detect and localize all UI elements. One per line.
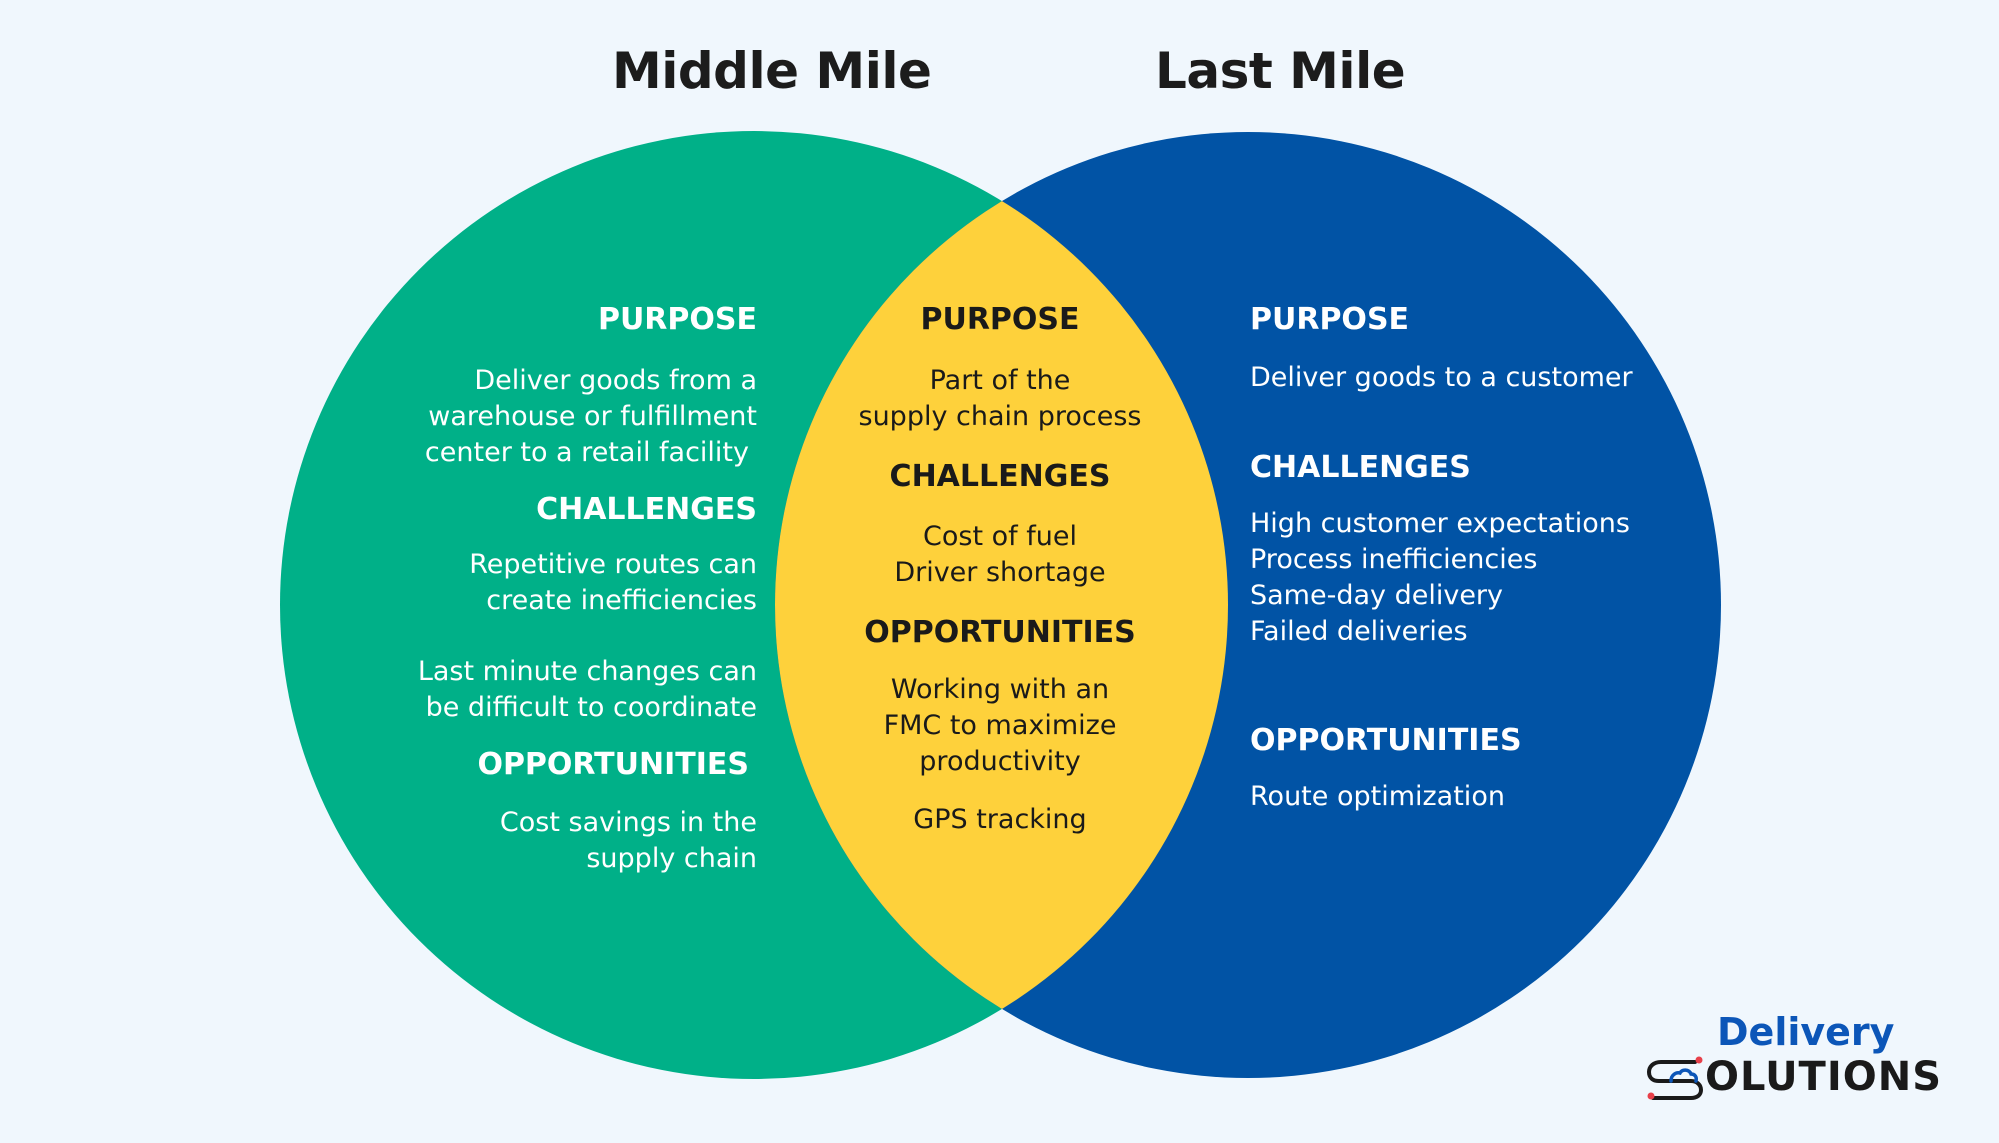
- middle-challenges-heading: CHALLENGES: [536, 492, 757, 527]
- middle-challenge-2: Last minute changes can be difficult to …: [417, 656, 757, 723]
- logo-wordmark-bottom: OLUTIONS: [1645, 1054, 1942, 1100]
- middle-opportunity-text: Cost savings in the supply chain: [499, 807, 757, 874]
- middle-purpose-text: Deliver goods from a warehouse or fulfil…: [424, 365, 757, 468]
- logo-wordmark-top: Delivery: [1717, 1010, 1895, 1054]
- shared-purpose-text: Part of the supply chain process: [858, 365, 1142, 432]
- shared-content: PURPOSE Part of the supply chain process…: [850, 302, 1150, 838]
- shared-challenge-text: Cost of fuel Driver shortage: [894, 521, 1106, 588]
- shared-opportunity-1: Working with an FMC to maximize producti…: [883, 674, 1117, 777]
- last-purpose-text: Deliver goods to a customer: [1250, 362, 1633, 393]
- middle-purpose-heading: PURPOSE: [597, 302, 757, 337]
- middle-opportunities-heading: OPPORTUNITIES: [477, 747, 749, 782]
- last-challenge-list: High customer expectations Process ineff…: [1250, 508, 1630, 647]
- last-purpose-heading: PURPOSE: [1250, 302, 1410, 337]
- middle-mile-title: Middle Mile: [612, 42, 932, 100]
- last-opportunities-heading: OPPORTUNITIES: [1250, 723, 1522, 758]
- overlap-region: [775, 132, 1228, 1078]
- delivery-solutions-logo: Delivery OLUTIONS: [1645, 1010, 1941, 1110]
- last-mile-title: Last Mile: [1155, 42, 1406, 100]
- middle-mile-content: PURPOSE Deliver goods from a warehouse o…: [418, 302, 757, 877]
- middle-challenge-1: Repetitive routes can create inefficienc…: [469, 549, 757, 616]
- shared-challenges-heading: CHALLENGES: [889, 459, 1111, 494]
- shared-opportunity-2: GPS tracking: [913, 804, 1087, 835]
- last-mile-content: PURPOSE Deliver goods to a customer CHAL…: [1250, 302, 1633, 815]
- shared-opportunities-heading: OPPORTUNITIES: [864, 615, 1136, 650]
- cloud-s-with-location-pins-icon: [1647, 1056, 1703, 1100]
- last-challenges-heading: CHALLENGES: [1250, 450, 1471, 485]
- last-opportunity-text: Route optimization: [1250, 781, 1505, 812]
- shared-purpose-heading: PURPOSE: [920, 302, 1080, 337]
